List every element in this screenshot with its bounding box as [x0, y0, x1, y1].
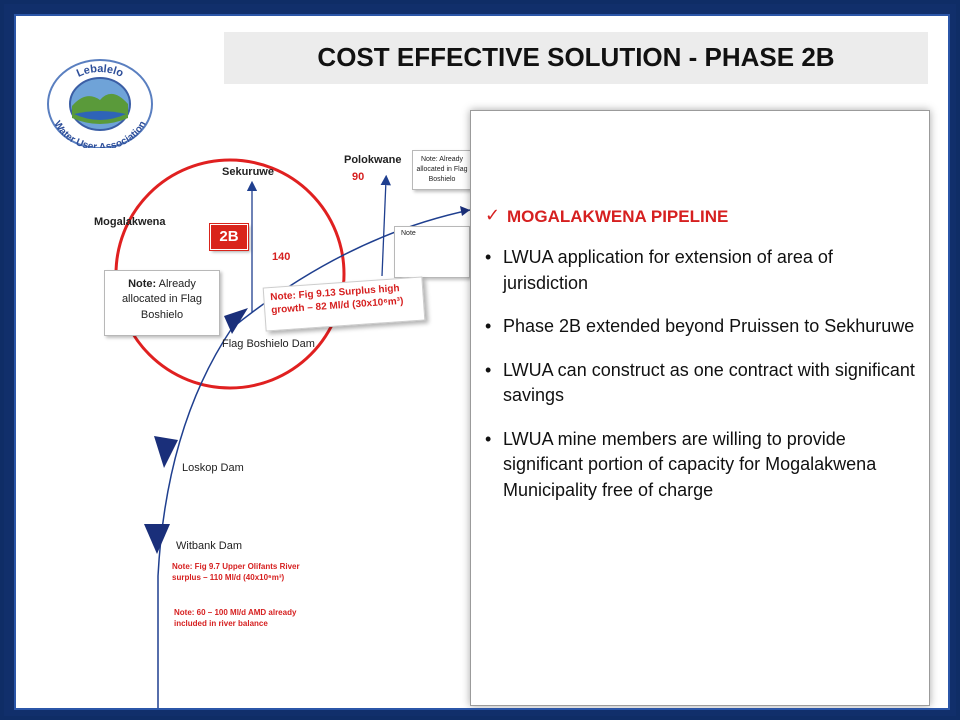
label-sekuruwe: Sekuruwe: [222, 166, 274, 178]
bullet-item: • LWUA mine members are willing to provid…: [481, 427, 919, 504]
note-witbank-amd: Note: 60 – 100 Ml/d AMD already included…: [174, 608, 297, 628]
label-140: 140: [272, 251, 291, 263]
info-panel: ✓ MOGALAKWENA PIPELINE • LWUA application…: [470, 110, 930, 706]
panel-heading: MOGALAKWENA PIPELINE: [507, 207, 729, 226]
check-icon: ✓: [485, 205, 501, 226]
title-bar: COST EFFECTIVE SOLUTION - PHASE 2B: [224, 32, 928, 84]
upper-curve: [231, 209, 471, 329]
bullet-dot-icon: •: [485, 359, 492, 380]
bullet-dot-icon: •: [485, 316, 492, 337]
note-flag-text: Already allocated in Flag Boshielo: [121, 278, 203, 321]
flag-dam-triangle: [224, 308, 248, 334]
label-witbank-dam: Witbank Dam: [176, 540, 243, 552]
bullet-item: • LWUA application for extension of area …: [481, 245, 919, 296]
bullet-list: • LWUA application for extension of area …: [481, 245, 919, 521]
bullet-text: LWUA mine members are willing to provide…: [503, 428, 877, 500]
phase-2b-tag: 2B: [210, 224, 248, 250]
note-truncated: Note: [394, 226, 470, 278]
note-flag-boshielo: Note: Already allocated in Flag Boshielo: [104, 270, 220, 336]
witbank-dam-triangle: [144, 524, 170, 554]
main-river-curve: [157, 327, 233, 708]
flow-diagram: [114, 158, 471, 708]
label-polokwane-value: 90: [352, 171, 365, 183]
note-polokwane: Note: Already allocated in Flag Boshielo: [412, 150, 472, 190]
bullet-dot-icon: •: [485, 247, 492, 267]
loskop-dam-triangle: [154, 436, 178, 468]
bullet-text: Phase 2B extended beyond Pruissen to Sek…: [503, 316, 915, 337]
logo-text-top: Lebalelo: [75, 63, 125, 80]
label-polokwane: Polokwane: [344, 154, 402, 166]
slide: COST EFFECTIVE SOLUTION - PHASE 2B Lebal…: [14, 14, 950, 710]
svg-text:Lebalelo: Lebalelo: [75, 63, 125, 80]
slide-title: COST EFFECTIVE SOLUTION - PHASE 2B: [317, 42, 835, 72]
bullet-dot-icon: •: [485, 428, 492, 449]
bullet-item: • Phase 2B extended beyond Pruissen to Se…: [481, 314, 919, 340]
bullet-text: LWUA can construct as one contract with …: [503, 359, 915, 406]
label-flag-dam: Flag Boshielo Dam: [222, 338, 315, 350]
arrow-head-right: [460, 206, 470, 216]
label-loskop-dam: Loskop Dam: [182, 462, 244, 474]
polokwane-line: [380, 174, 391, 277]
lwua-logo: Lebalelo Water User Association: [47, 59, 153, 148]
note-flag-label: Note:: [128, 278, 157, 290]
bullet-item: • LWUA can construct as one contract with…: [481, 358, 919, 409]
label-mogalakwena: Mogalakwena: [94, 216, 166, 228]
note-witbank-surplus: Note: Fig 9.7 Upper Olifants River surpl…: [172, 562, 300, 582]
bullet-text: LWUA application for extension of area o…: [503, 247, 833, 293]
